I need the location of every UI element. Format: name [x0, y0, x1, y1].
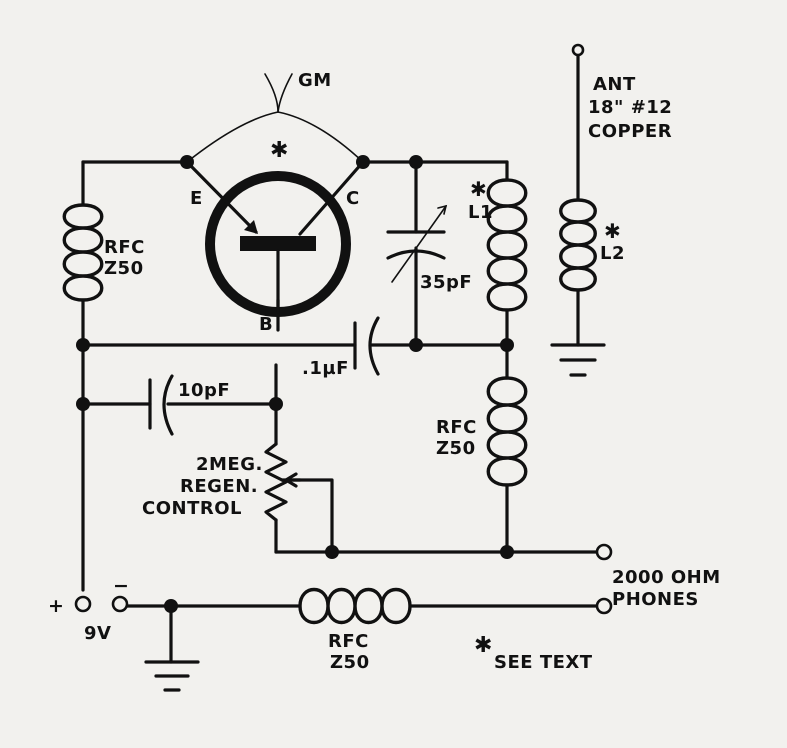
transistor: [185, 160, 365, 317]
regen-label-3: CONTROL: [142, 498, 242, 519]
star-mark-transistor: ✱: [270, 138, 288, 163]
phones-label-2: PHONES: [612, 589, 699, 610]
rfc-right-coil: [486, 376, 528, 487]
rfc-bottom-coil: [298, 588, 412, 624]
l2-label: L2: [600, 243, 625, 264]
rfc-left-label-1: RFC: [104, 237, 145, 258]
regen-label-2: REGEN.: [180, 476, 258, 497]
cap-coupling-label: .1µF: [302, 358, 349, 379]
regen-potentiometer: [264, 442, 302, 522]
l1-label: L1: [468, 202, 493, 223]
rfc-left-coil: [62, 203, 104, 302]
battery-voltage-label: 9V: [84, 623, 111, 644]
capacitor-35pf: [386, 204, 448, 283]
rfc-bottom-label-1: RFC: [328, 631, 369, 652]
emitter-label: E: [190, 188, 203, 209]
collector-label: C: [346, 188, 360, 209]
battery-minus-label: −: [113, 575, 129, 597]
gm-wire: [186, 73, 364, 163]
regen-label-1: 2MEG.: [196, 454, 263, 475]
capacitor-coupling: [353, 316, 380, 376]
cap-10pf-label: 10pF: [178, 380, 230, 401]
ground-symbol-antenna: [550, 343, 606, 377]
battery-plus-label: +: [48, 595, 64, 617]
base-label: B: [259, 314, 273, 335]
see-text-label: SEE TEXT: [494, 652, 593, 673]
l2-coil: [559, 198, 597, 292]
capacitor-10pf: [148, 374, 174, 436]
terminals: [74, 43, 613, 615]
rfc-left-label-2: Z50: [104, 258, 144, 279]
l1-coil: [486, 178, 528, 312]
antenna-label-2: 18" #12: [588, 97, 672, 118]
star-mark-l2: ✱: [604, 219, 621, 243]
ground-symbol-bottom: [144, 660, 200, 692]
antenna-label-3: COPPER: [588, 121, 672, 142]
star-mark-note: ✱: [474, 633, 492, 658]
cap-35pf-label: 35pF: [420, 272, 472, 293]
rfc-right-label-2: Z50: [436, 438, 476, 459]
star-mark-l1: ✱: [470, 177, 487, 201]
antenna-label-1: ANT: [593, 74, 636, 95]
rfc-right-label-1: RFC: [436, 417, 477, 438]
junction-dots: [76, 155, 514, 613]
rfc-bottom-label-2: Z50: [330, 652, 370, 673]
phones-label-1: 2000 OHM: [612, 567, 721, 588]
gm-label: GM: [298, 70, 332, 91]
